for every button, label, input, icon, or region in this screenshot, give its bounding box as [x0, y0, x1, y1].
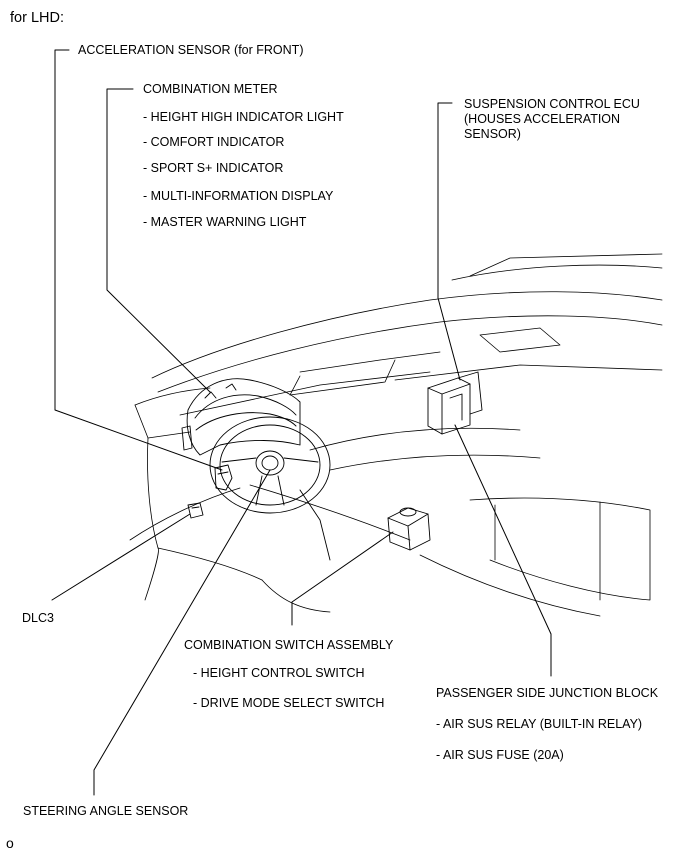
switch-item: - DRIVE MODE SELECT SWITCH [193, 696, 385, 710]
label-combination-meter: COMBINATION METER [143, 82, 278, 96]
leader-suspension-ecu [437, 102, 461, 381]
junction-item: - AIR SUS RELAY (BUILT-IN RELAY) [436, 717, 643, 731]
combination-meter-part [181, 378, 301, 456]
label-dlc3: DLC3 [22, 611, 54, 625]
leader-lines [51, 49, 552, 796]
leader-acceleration-sensor [54, 49, 223, 471]
acceleration-sensor-part [214, 464, 233, 491]
label-suspension-ecu: SUSPENSION CONTROL ECU [464, 97, 640, 111]
junction-item: - AIR SUS FUSE (20A) [436, 748, 564, 762]
switch-item: - HEIGHT CONTROL SWITCH [193, 666, 365, 680]
leader-combination-meter [106, 88, 211, 393]
steering-wheel-part [209, 416, 331, 561]
meter-item: - SPORT S+ INDICATOR [143, 161, 284, 175]
label-junction-block: PASSENGER SIDE JUNCTION BLOCK [436, 686, 659, 700]
combination-switch-part [387, 507, 431, 551]
label-acceleration-sensor: ACCELERATION SENSOR (for FRONT) [78, 43, 304, 57]
page-header: for LHD: [10, 10, 64, 26]
dashboard-outline [129, 253, 663, 617]
label-suspension-ecu-line3: SENSOR) [464, 127, 521, 141]
suspension-ecu-part [427, 371, 483, 435]
footer-mark: o [6, 835, 14, 851]
leader-steering-sensor [93, 469, 271, 796]
meter-item: - HEIGHT HIGH INDICATOR LIGHT [143, 110, 344, 124]
dlc3-part [187, 502, 204, 519]
meter-item: - COMFORT INDICATOR [143, 135, 285, 149]
leader-junction-block [454, 424, 552, 677]
leader-combination-switch [291, 531, 394, 626]
label-suspension-ecu-line2: (HOUSES ACCELERATION [464, 112, 621, 126]
leader-dlc3 [51, 513, 191, 601]
meter-item: - MASTER WARNING LIGHT [143, 215, 307, 229]
label-steering-angle-sensor: STEERING ANGLE SENSOR [23, 804, 189, 818]
label-combination-switch: COMBINATION SWITCH ASSEMBLY [184, 638, 394, 652]
meter-item: - MULTI-INFORMATION DISPLAY [143, 189, 334, 203]
